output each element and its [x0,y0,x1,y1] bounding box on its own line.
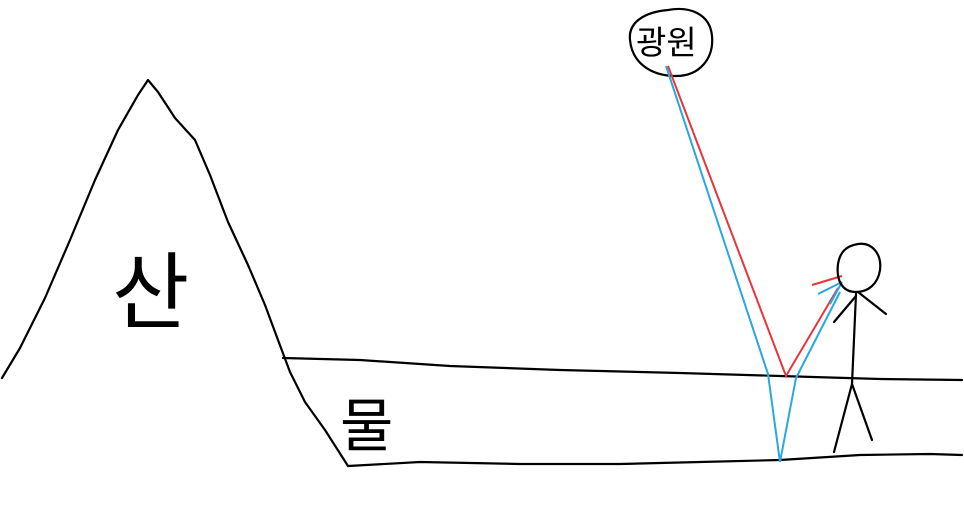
water-surface-line [281,356,964,382]
water-label: 물 [340,392,393,460]
blue-ray-arrowhead-lower [829,281,843,305]
observer-arm-right [856,290,888,316]
water-bottom-line [346,452,964,468]
observer-leg-left [832,382,854,454]
mountain-outline [0,78,350,468]
light-source-circle [628,8,714,78]
red-ray-arrowhead [811,275,843,286]
observer-figure [832,242,888,454]
mountain-label: 산 [112,244,189,342]
observer-body [850,292,858,386]
observer-head [836,242,882,294]
light-source-label: 광원 [636,23,697,62]
blue-ray-arrowhead-upper [817,281,843,295]
red-light-ray [667,65,839,379]
blue-light-ray [665,65,841,463]
observer-leg-right [850,382,874,442]
observer-arm-left [832,294,858,324]
